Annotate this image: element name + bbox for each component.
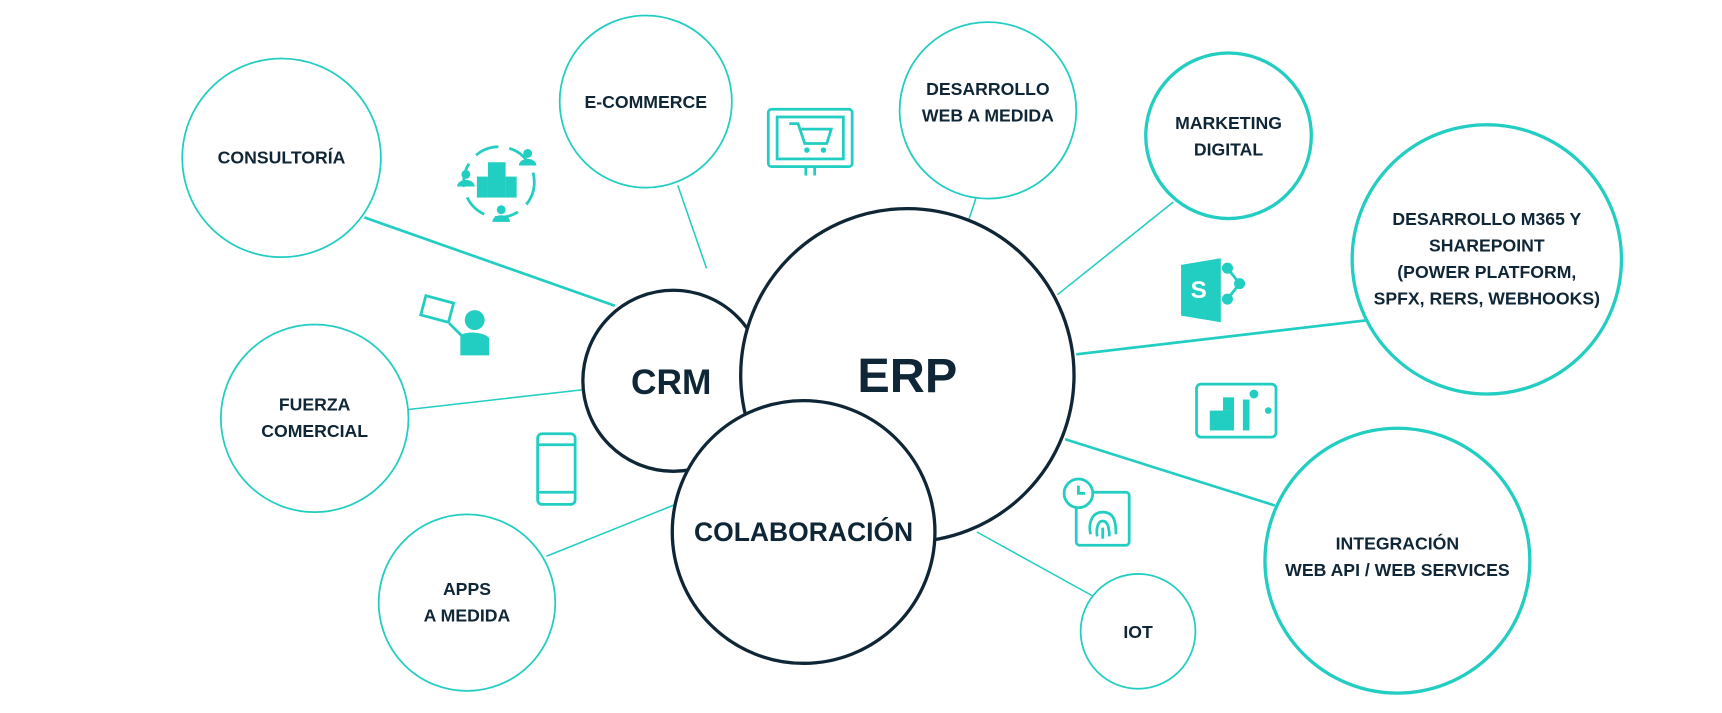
smartphone-icon bbox=[536, 432, 577, 506]
node-label: DESARROLLO M365 Y bbox=[1392, 209, 1581, 229]
svg-text:SHAREPOINT: SHAREPOINT bbox=[1429, 236, 1545, 256]
erp-label: ERP bbox=[857, 349, 957, 403]
node-label: WEB API / WEB SERVICES bbox=[1285, 560, 1510, 580]
svg-text:MARKETING: MARKETING bbox=[1175, 113, 1282, 133]
svg-text:DESARROLLO M365 Y: DESARROLLO M365 Y bbox=[1392, 209, 1581, 229]
svg-text:A MEDIDA: A MEDIDA bbox=[424, 605, 511, 625]
line-integracion bbox=[1064, 438, 1276, 507]
node-label: E-COMMERCE bbox=[585, 92, 708, 112]
node-consultoria: CONSULTORÍA bbox=[181, 57, 382, 259]
svg-text:(POWER PLATFORM,: (POWER PLATFORM, bbox=[1397, 262, 1576, 282]
node-m365: DESARROLLO M365 Y SHAREPOINT (POWER PLAT… bbox=[1350, 123, 1624, 396]
line-fuerza bbox=[408, 388, 585, 411]
line-web bbox=[968, 198, 977, 219]
node-label: MARKETING bbox=[1175, 113, 1282, 133]
svg-text:INTEGRACIÓN: INTEGRACIÓN bbox=[1336, 533, 1459, 554]
svg-text:FUERZA: FUERZA bbox=[279, 395, 351, 415]
node-label: FUERZA bbox=[279, 395, 351, 415]
salesperson-tablet-icon bbox=[419, 294, 490, 356]
svg-text:E-COMMERCE: E-COMMERCE bbox=[585, 92, 708, 112]
svg-text:COMERCIAL: COMERCIAL bbox=[261, 421, 368, 441]
node-apps: APPS A MEDIDA bbox=[377, 513, 557, 692]
node-label: (POWER PLATFORM, bbox=[1397, 262, 1576, 282]
node-label: WEB A MEDIDA bbox=[922, 105, 1054, 125]
svg-text:CONSULTORÍA: CONSULTORÍA bbox=[218, 146, 346, 167]
node-label: CONSULTORÍA bbox=[218, 146, 346, 167]
node-label: SPFX, RERS, WEBHOOKS) bbox=[1374, 289, 1600, 309]
colaboracion-label: COLABORACIÓN bbox=[694, 517, 913, 547]
sharepoint-icon: S bbox=[1181, 258, 1246, 323]
svg-text:SPFX, RERS, WEBHOOKS): SPFX, RERS, WEBHOOKS) bbox=[1374, 289, 1600, 309]
node-fuerza-comercial: FUERZA COMERCIAL bbox=[219, 323, 410, 514]
svg-text:APPS: APPS bbox=[443, 579, 491, 599]
node-label: IOT bbox=[1123, 622, 1153, 642]
fingerprint-clock-icon bbox=[1062, 477, 1131, 547]
svg-text:IOT: IOT bbox=[1123, 622, 1153, 642]
core-colaboracion: COLABORACIÓN bbox=[670, 398, 937, 665]
factory-tablet-icon bbox=[1195, 382, 1278, 439]
node-marketing: MARKETING DIGITAL bbox=[1144, 51, 1313, 221]
node-label: COMERCIAL bbox=[261, 421, 368, 441]
svg-text:WEB A MEDIDA: WEB A MEDIDA bbox=[922, 105, 1054, 125]
line-consultoria bbox=[363, 216, 616, 307]
node-ecommerce: E-COMMERCE bbox=[558, 14, 733, 189]
svg-text:WEB API / WEB SERVICES: WEB API / WEB SERVICES bbox=[1285, 560, 1510, 580]
sharepoint-letter: S bbox=[1191, 277, 1207, 304]
node-label: DESARROLLO bbox=[926, 79, 1050, 99]
crm-label: CRM bbox=[631, 363, 711, 402]
node-iot: IOT bbox=[1079, 573, 1197, 690]
line-marketing bbox=[1056, 201, 1174, 296]
line-apps bbox=[546, 503, 676, 557]
consulting-network-icon bbox=[457, 145, 537, 222]
node-integracion: INTEGRACIÓN WEB API / WEB SERVICES bbox=[1263, 426, 1532, 695]
connectors bbox=[363, 185, 1369, 597]
line-m365 bbox=[1076, 318, 1369, 356]
node-label: A MEDIDA bbox=[424, 605, 511, 625]
svg-text:DESARROLLO: DESARROLLO bbox=[926, 79, 1050, 99]
shopping-cart-monitor-icon bbox=[766, 107, 854, 176]
svg-text:DIGITAL: DIGITAL bbox=[1194, 140, 1263, 160]
line-ecommerce bbox=[677, 185, 708, 269]
line-iot bbox=[976, 531, 1094, 597]
node-desarrollo-web: DESARROLLO WEB A MEDIDA bbox=[898, 21, 1078, 200]
node-label: APPS bbox=[443, 579, 491, 599]
node-label: INTEGRACIÓN bbox=[1336, 533, 1459, 554]
node-label: SHAREPOINT bbox=[1429, 236, 1545, 256]
node-label: DIGITAL bbox=[1194, 140, 1263, 160]
